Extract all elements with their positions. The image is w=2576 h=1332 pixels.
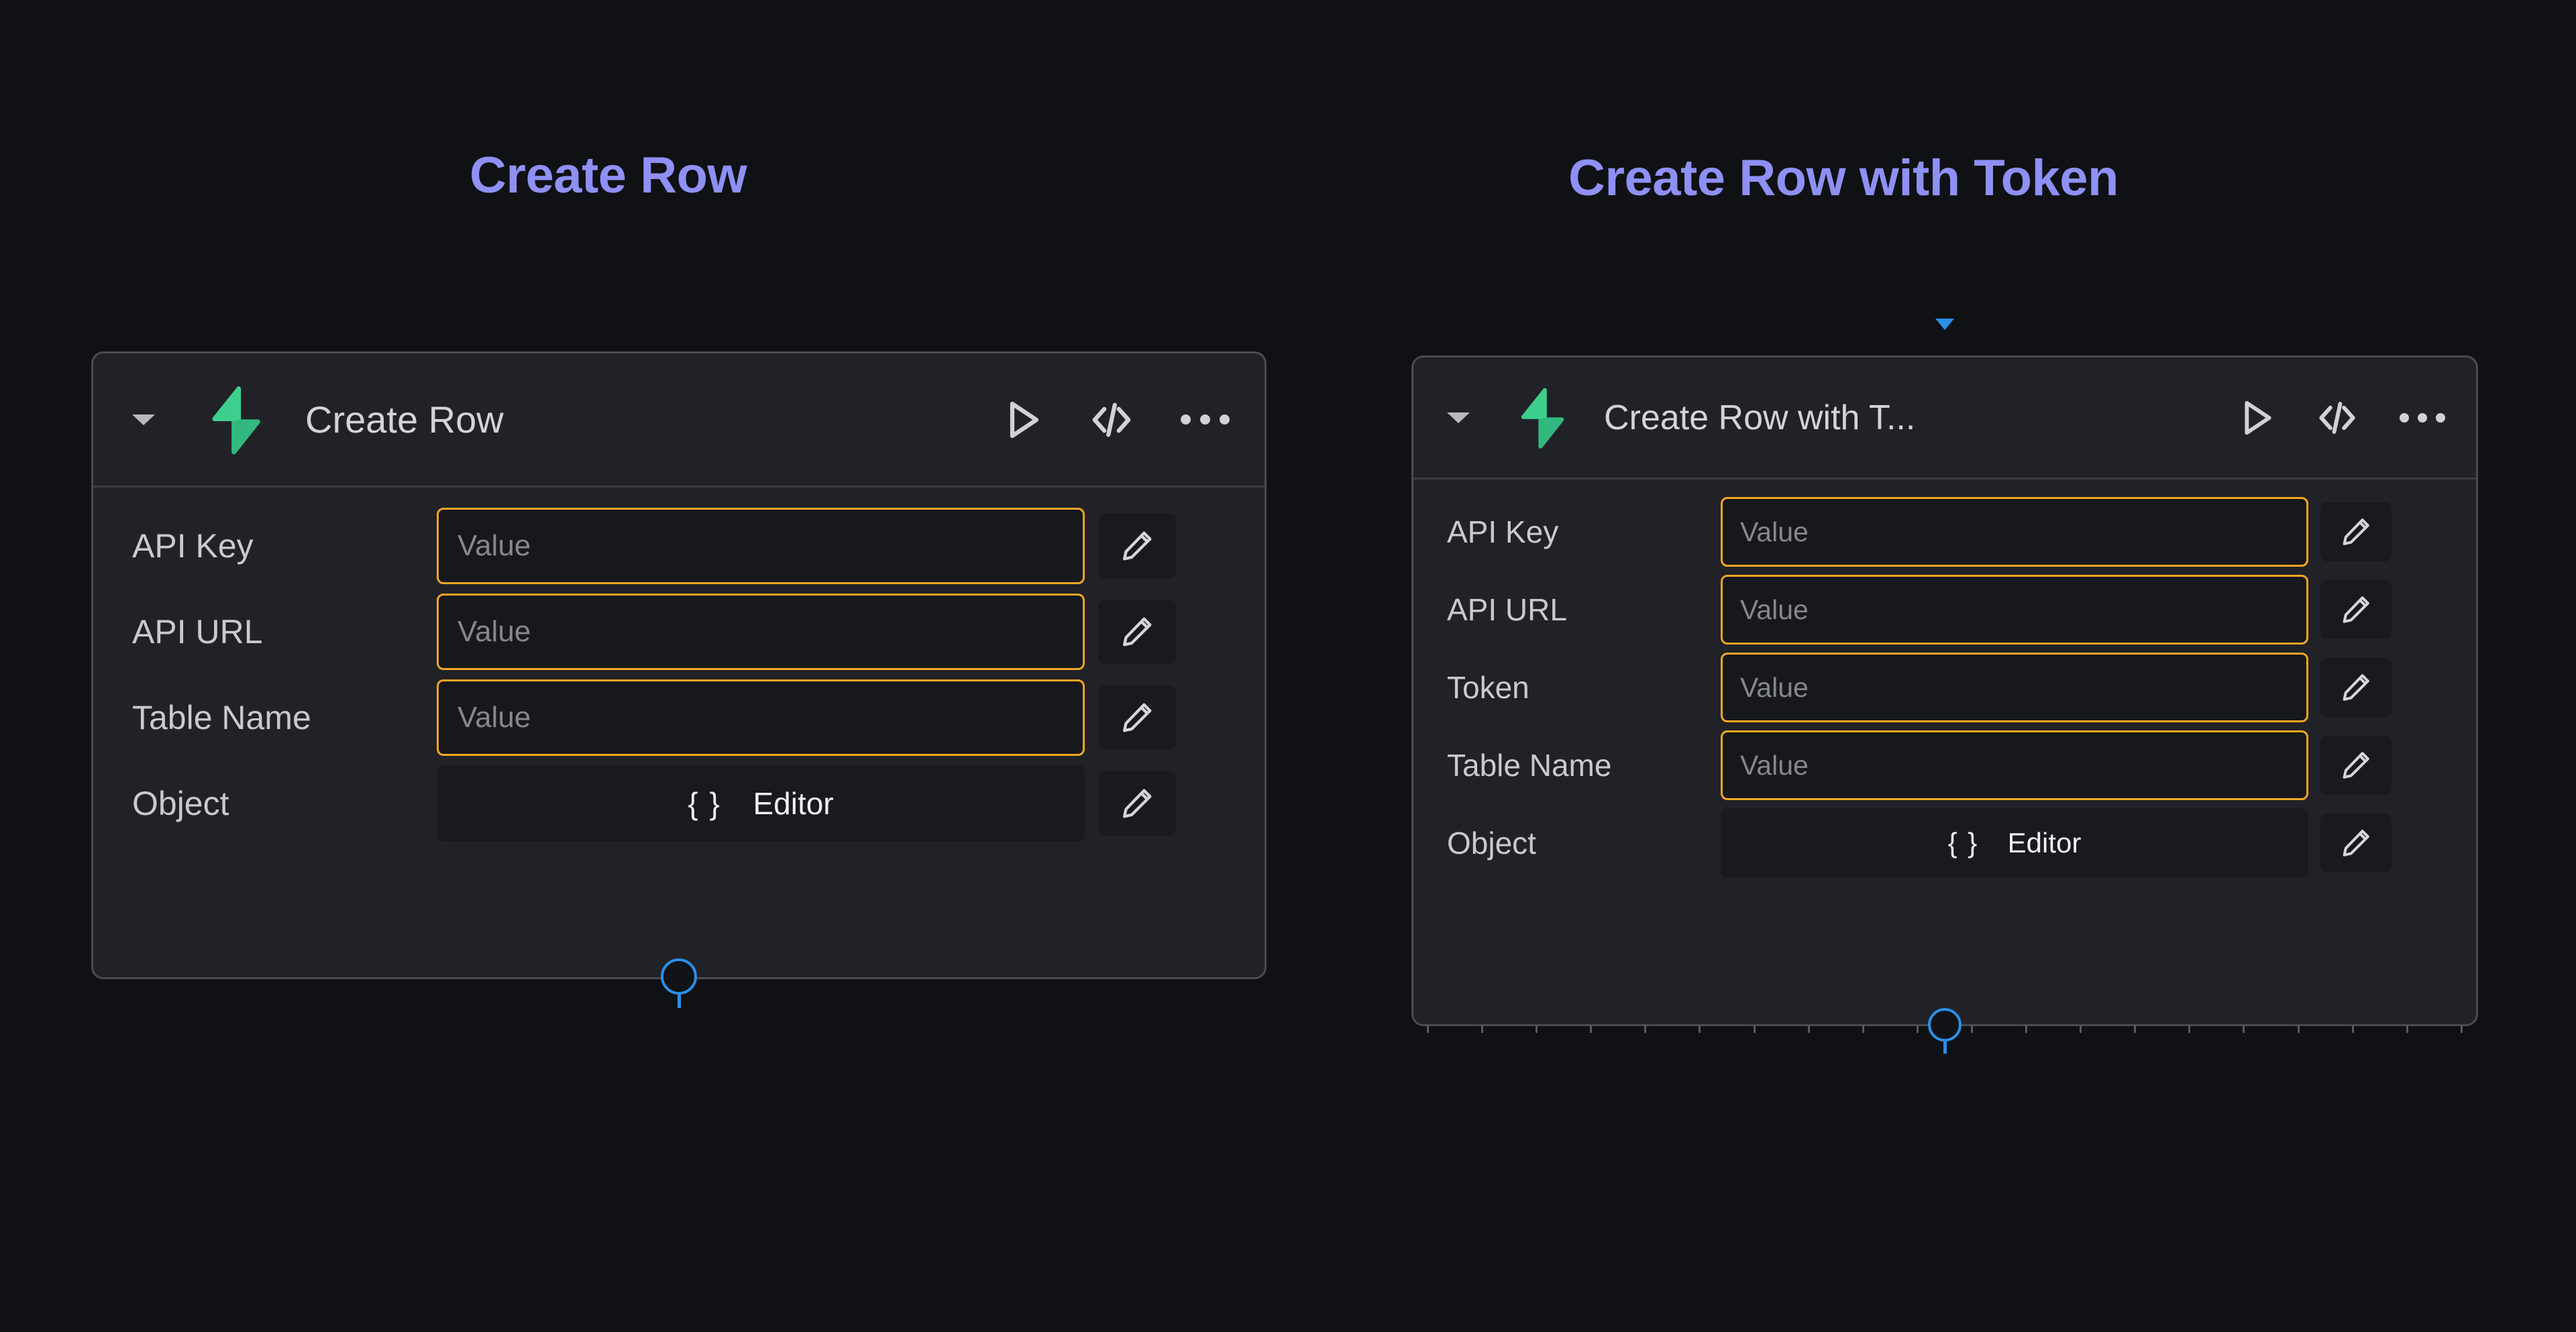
input-port[interactable]	[1935, 319, 1954, 330]
field-row: Object { } Editor	[1447, 808, 2444, 878]
node-body: API Key Value API URL Value	[93, 488, 1265, 862]
resize-ticks	[1427, 1025, 2463, 1033]
node-header-actions[interactable]	[1006, 399, 1230, 441]
more-horizontal-icon[interactable]	[2400, 412, 2445, 423]
play-icon[interactable]	[1006, 400, 1042, 440]
section-title-create-row-with-token: Create Row with Token	[1568, 150, 2118, 207]
node-body: API Key Value API URL Value	[1413, 480, 2476, 895]
value-input[interactable]: Value	[437, 679, 1085, 756]
value-input[interactable]: Value	[437, 594, 1085, 670]
value-input[interactable]: Value	[437, 508, 1085, 584]
value-input-placeholder: Value	[1740, 516, 1809, 547]
pencil-icon[interactable]	[2320, 814, 2392, 873]
pencil-icon[interactable]	[2320, 658, 2392, 717]
supabase-bolt-icon	[212, 386, 260, 454]
supabase-bolt-icon	[1521, 388, 1564, 449]
output-port[interactable]	[661, 958, 697, 1008]
value-input-placeholder: Value	[1740, 671, 1809, 703]
code-brackets-icon[interactable]	[2316, 398, 2358, 437]
pencil-icon[interactable]	[2320, 580, 2392, 639]
field-row: Table Name Value	[132, 679, 1227, 756]
node-title: Create Row with T...	[1604, 398, 1916, 437]
field-row: API Key Value	[1447, 497, 2444, 567]
field-row: Object { } Editor	[132, 765, 1227, 842]
pencil-icon[interactable]	[1098, 771, 1176, 836]
object-editor-button[interactable]: { } Editor	[1721, 808, 2308, 878]
chevron-down-icon[interactable]	[132, 414, 155, 425]
field-row: API URL Value	[1447, 575, 2444, 645]
value-input-placeholder: Value	[1740, 594, 1809, 625]
value-input-placeholder: Value	[458, 701, 531, 734]
field-label: API URL	[1447, 592, 1567, 627]
field-label: Object	[132, 785, 229, 822]
field-row: Table Name Value	[1447, 730, 2444, 800]
pencil-icon[interactable]	[1098, 600, 1176, 664]
value-input[interactable]: Value	[1721, 653, 2308, 722]
field-label: Table Name	[1447, 748, 1612, 783]
pencil-icon[interactable]	[2320, 502, 2392, 561]
value-input[interactable]: Value	[1721, 730, 2308, 800]
more-horizontal-icon[interactable]	[1181, 414, 1230, 425]
node-card-create-row[interactable]: Create Row	[91, 351, 1267, 1008]
field-row: Token Value	[1447, 653, 2444, 722]
field-label: Object	[1447, 826, 1536, 861]
pencil-icon[interactable]	[2320, 736, 2392, 795]
value-input[interactable]: Value	[1721, 575, 2308, 645]
object-editor-button[interactable]: { } Editor	[437, 765, 1085, 842]
code-brackets-icon[interactable]	[1089, 399, 1134, 441]
node-title: Create Row	[305, 398, 504, 441]
node-header[interactable]: Create Row with T...	[1413, 357, 2476, 480]
pencil-icon[interactable]	[1098, 514, 1176, 578]
field-label: API Key	[1447, 514, 1559, 549]
object-editor-label: Editor	[753, 786, 834, 821]
play-icon[interactable]	[2241, 399, 2275, 437]
value-input-placeholder: Value	[1740, 749, 1809, 781]
object-editor-label: Editor	[2007, 827, 2082, 858]
value-input-placeholder: Value	[458, 615, 531, 648]
field-label: Token	[1447, 670, 1529, 705]
braces-icon: { }	[1947, 827, 1979, 858]
value-input[interactable]: Value	[1721, 497, 2308, 567]
output-port[interactable]	[1928, 1008, 1962, 1054]
section-title-create-row: Create Row	[470, 147, 747, 204]
chevron-down-icon[interactable]	[1447, 412, 1470, 423]
value-input-placeholder: Value	[458, 529, 531, 562]
node-card-create-row-with-token[interactable]: Create Row with T...	[1411, 319, 2478, 1054]
pencil-icon[interactable]	[1098, 685, 1176, 750]
node-header[interactable]: Create Row	[93, 353, 1265, 488]
field-row: API Key Value	[132, 508, 1227, 584]
node-header-actions[interactable]	[2241, 398, 2445, 437]
field-label: Table Name	[132, 699, 311, 736]
braces-icon: { }	[688, 786, 721, 821]
field-row: API URL Value	[132, 594, 1227, 670]
field-label: API Key	[132, 527, 254, 565]
field-label: API URL	[132, 613, 263, 651]
